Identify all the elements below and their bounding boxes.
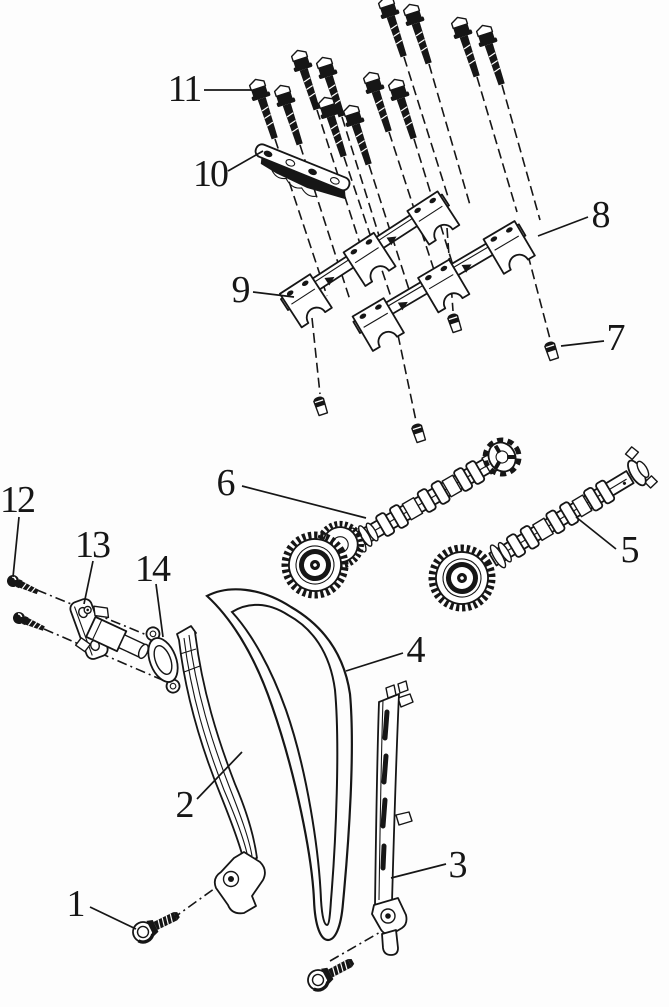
cap-bolt	[399, 0, 439, 67]
part-number-label: 5	[621, 529, 639, 571]
retainer-plate	[254, 143, 351, 200]
part-number-label: 9	[232, 269, 250, 311]
stud-bolt	[543, 339, 560, 362]
part-number-label: 14	[135, 548, 171, 590]
part-number-label: 3	[449, 844, 467, 886]
callout-7: 7	[560, 317, 627, 359]
callout-13: 13	[75, 524, 112, 605]
leader-line	[560, 340, 605, 347]
callout-5: 5	[575, 516, 641, 571]
cap-bolt	[245, 75, 285, 142]
leader-line	[252, 291, 295, 298]
chain-fixed-guide	[371, 680, 414, 956]
cap-bolt	[359, 68, 399, 135]
stud-bolt	[410, 421, 427, 444]
leader-line	[345, 652, 404, 672]
tensioner-gasket	[145, 626, 181, 694]
callout-2: 2	[176, 751, 243, 826]
leader-line	[537, 216, 589, 237]
part-number-label: 8	[592, 194, 610, 236]
cap-bolts-group	[245, 0, 512, 168]
callout-8: 8	[537, 194, 612, 237]
leader-line	[390, 863, 447, 879]
tensioner-bolts-group	[4, 572, 47, 635]
part-number-label: 2	[176, 784, 193, 826]
part-number-label: 1	[67, 883, 84, 925]
leader-line	[227, 150, 264, 172]
exhaust-sprocket	[428, 544, 496, 612]
leader-line	[575, 516, 617, 550]
cap-bolt	[384, 75, 424, 142]
timing-chain	[205, 588, 353, 942]
intake-sprocket	[281, 531, 349, 599]
assembly-axis-lines	[36, 56, 551, 962]
cap-bolt	[339, 101, 379, 168]
callout-4: 4	[345, 629, 428, 672]
chain-tensioner	[69, 598, 149, 660]
leader-line	[196, 751, 243, 800]
callout-10: 10	[193, 150, 264, 195]
chain-tensioner-guide	[176, 625, 266, 915]
part-number-label: 6	[217, 462, 235, 504]
camshaft-intake	[281, 437, 522, 599]
guide-pivot-bolt	[127, 903, 185, 948]
leader-line	[89, 906, 137, 930]
callout-14: 14	[135, 548, 173, 638]
stud-bolts-group	[312, 311, 560, 444]
exhaust-end-fitting	[624, 446, 658, 489]
tensioner-bolt	[4, 572, 41, 599]
part-number-label: 7	[607, 317, 625, 359]
part-number-label: 13	[75, 524, 110, 566]
callout-3: 3	[390, 844, 469, 886]
leader-line	[241, 485, 367, 519]
part-number-label: 10	[193, 153, 228, 195]
callout-1: 1	[67, 883, 137, 930]
callout-12: 12	[0, 479, 36, 578]
part-number-label: 11	[168, 68, 201, 110]
cap-bolt	[472, 21, 512, 88]
leader-line	[155, 583, 164, 638]
callout-9: 9	[232, 269, 295, 311]
stud-bolt	[312, 394, 329, 417]
cap-bolt	[314, 93, 354, 160]
callout-6: 6	[217, 462, 367, 519]
tensioner-bolt	[10, 609, 47, 635]
intake-end-flange	[482, 437, 522, 477]
part-number-label: 12	[0, 479, 34, 521]
leader-line	[12, 516, 20, 578]
cap-bolt	[447, 13, 487, 80]
leader-line	[83, 560, 94, 605]
stud-bolt	[446, 311, 463, 334]
guide-pivot-bolt	[302, 950, 360, 996]
callout-11: 11	[168, 68, 252, 110]
camshaft-exhaust	[428, 446, 658, 612]
part-number-label: 4	[407, 629, 426, 671]
